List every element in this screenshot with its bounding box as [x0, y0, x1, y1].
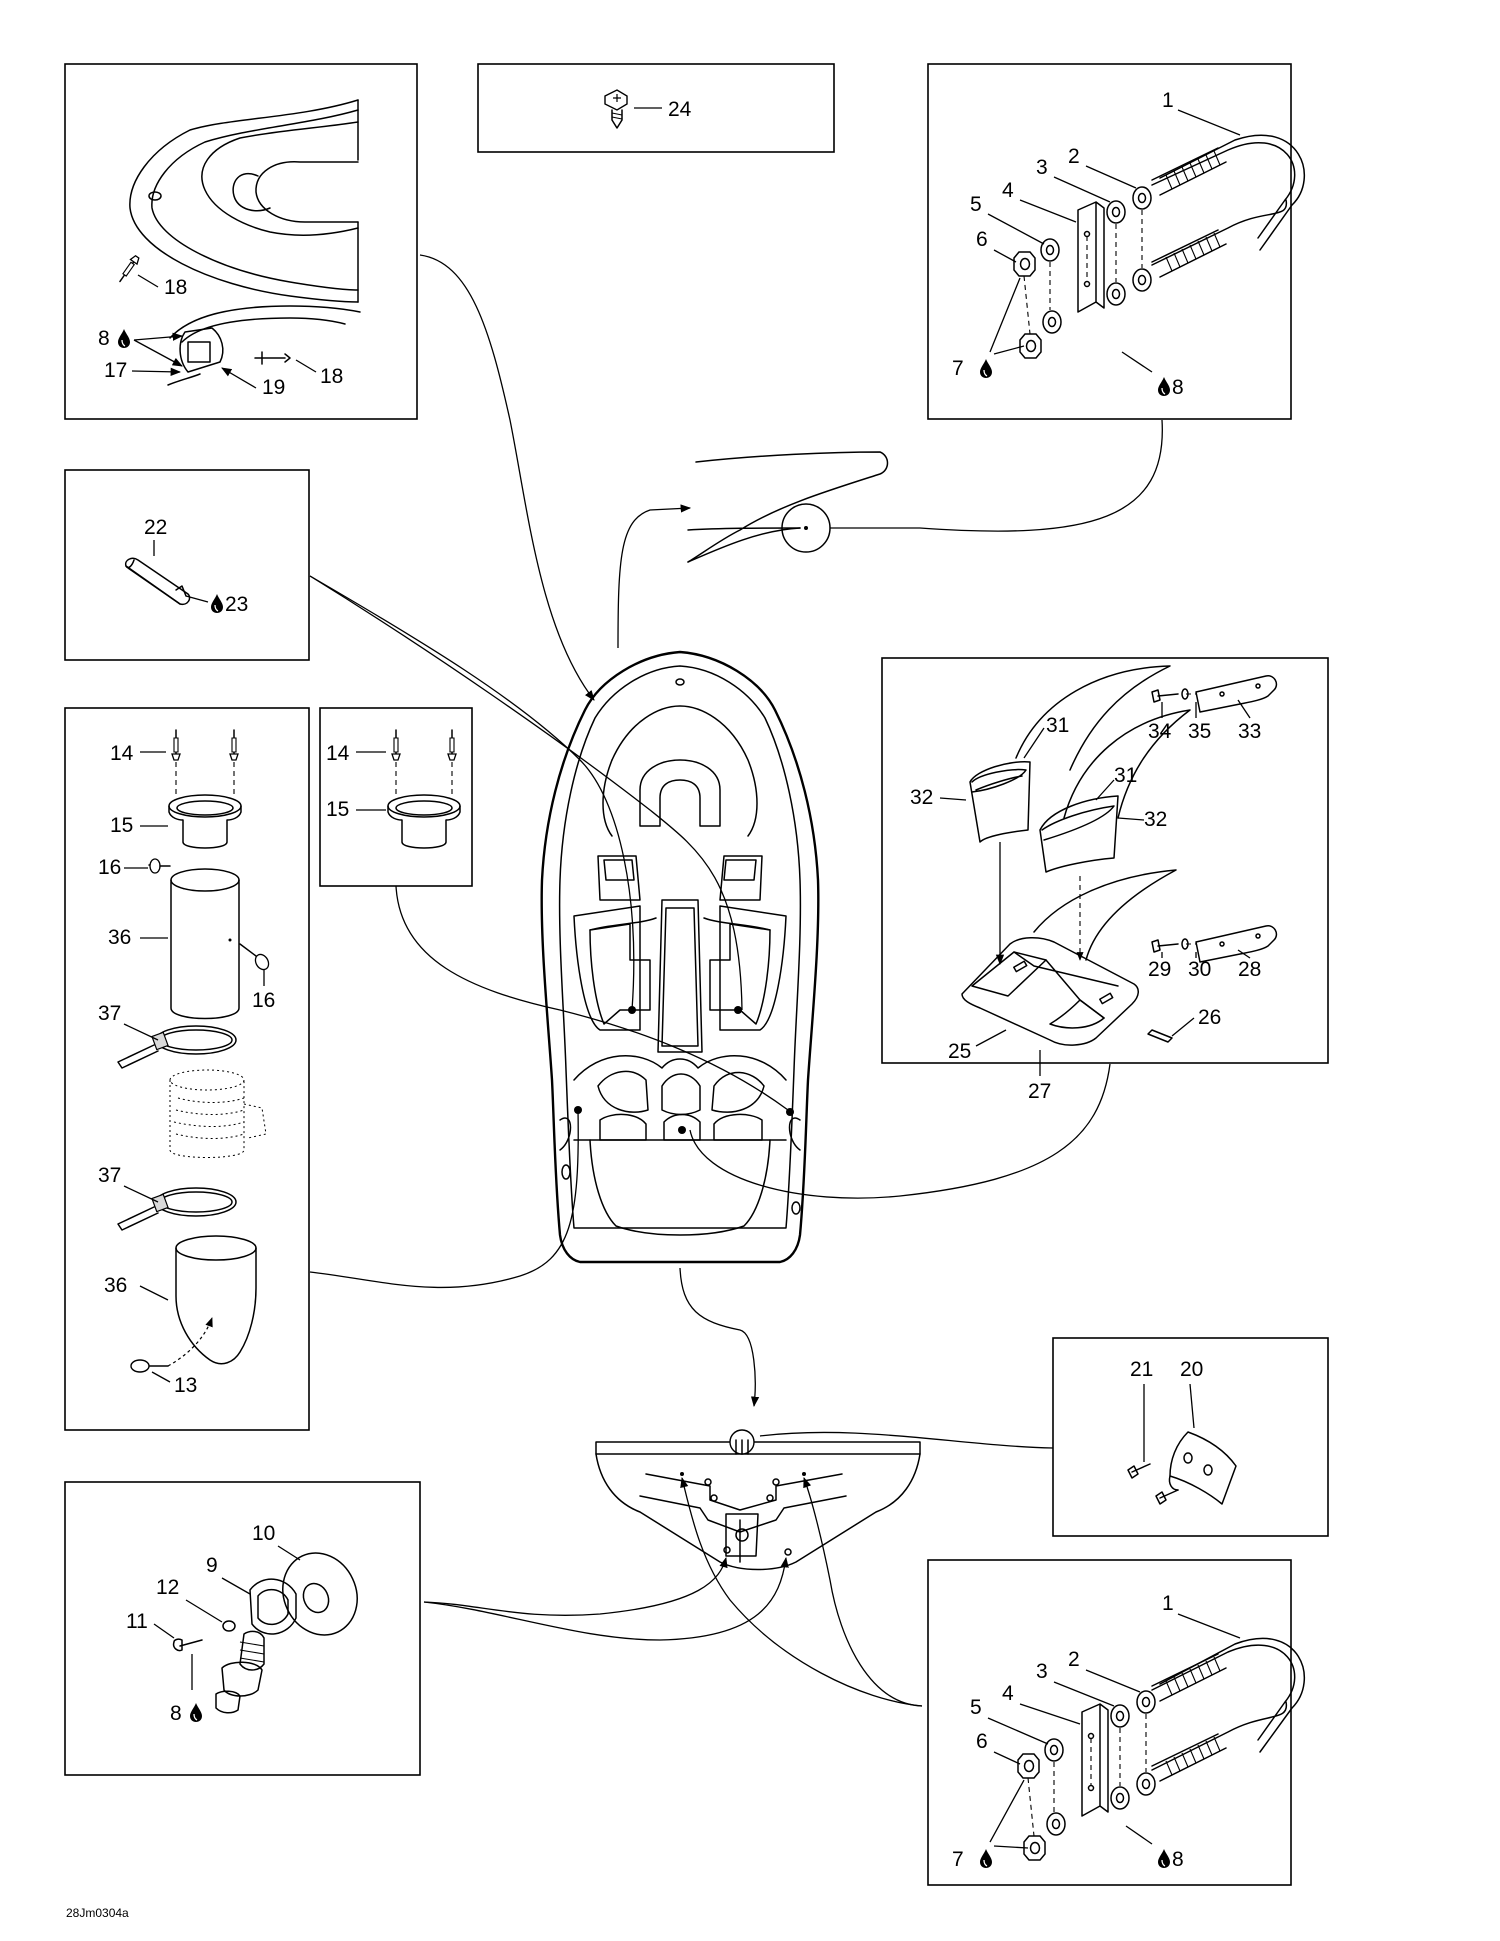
sealing-wrap	[169, 1069, 267, 1158]
vent-left-detail: 14 15 16 16 36 37	[98, 729, 275, 1397]
callout-7b: 7	[952, 1848, 964, 1871]
vent-elbow-36b	[175, 1235, 257, 1365]
vent-tube-36a	[170, 868, 240, 1020]
callout-15b: 15	[326, 798, 349, 821]
callout-5b: 5	[970, 1696, 982, 1719]
tow-eye-top-callouts: 1 2 3 4 5 6 7 8	[952, 89, 1241, 399]
drain-plug-detail	[172, 1552, 358, 1714]
callout-11: 11	[126, 1610, 148, 1633]
callout-32a: 32	[910, 786, 933, 809]
callout-3a: 3	[1036, 156, 1048, 179]
bow-side-view	[617, 451, 889, 649]
callout-16b: 16	[252, 989, 275, 1012]
tow-eye-bottom	[1017, 1637, 1306, 1861]
callout-8c: 8	[170, 1702, 182, 1725]
bow-detail	[115, 99, 361, 386]
callout-3b: 3	[1036, 1660, 1048, 1683]
callout-12: 12	[156, 1576, 179, 1599]
detail-frame-vent-left	[64, 707, 310, 1431]
hull-top-view	[540, 650, 820, 1264]
hull-attachment-points	[574, 1006, 794, 1134]
callout-6b: 6	[976, 1730, 988, 1753]
storage-callouts: 31 32 31 32 34 35 33 29 30 28 25 27 26	[910, 699, 1261, 1103]
callout-33: 33	[1238, 720, 1261, 743]
callout-14a: 14	[110, 742, 134, 765]
callout-21: 21	[1130, 1358, 1153, 1381]
callout-32b: 32	[1144, 808, 1167, 831]
detail-frame-bracket	[1052, 1337, 1329, 1537]
connector-lines	[309, 254, 1163, 1707]
screw-detail: 24	[604, 89, 692, 129]
callout-35: 35	[1188, 720, 1211, 743]
tow-eye-bottom-callouts: 1 2 3 4 5 6 7 8	[952, 1592, 1241, 1871]
callout-29: 29	[1148, 958, 1171, 981]
drain-plug-callouts: 10 9 12 11 8	[126, 1522, 301, 1725]
callout-8b: 8	[1172, 376, 1184, 399]
callout-37b: 37	[98, 1164, 121, 1187]
callout-4a: 4	[1002, 179, 1014, 202]
callout-8d: 8	[1172, 1848, 1184, 1871]
callout-31a: 31	[1046, 714, 1069, 737]
callout-1b: 1	[1162, 1592, 1174, 1615]
tow-eye-top	[1013, 134, 1306, 359]
callout-14b: 14	[326, 742, 350, 765]
callout-5a: 5	[970, 193, 982, 216]
callout-13: 13	[174, 1374, 197, 1397]
detail-frame-drain-plug	[64, 1481, 421, 1776]
callout-19: 19	[262, 376, 285, 399]
callout-28: 28	[1238, 958, 1261, 981]
callout-15a: 15	[110, 814, 133, 837]
callout-37a: 37	[98, 1002, 121, 1025]
callout-10: 10	[252, 1522, 275, 1545]
callout-9: 9	[206, 1554, 218, 1577]
callout-23: 23	[225, 593, 248, 616]
callout-6a: 6	[976, 228, 988, 251]
tie-strap-37b	[117, 1187, 237, 1231]
detail-frame-tube	[64, 469, 310, 661]
tube-detail: 22 23	[124, 516, 248, 616]
callout-22: 22	[144, 516, 167, 539]
callout-25: 25	[948, 1040, 971, 1063]
callout-2b: 2	[1068, 1648, 1080, 1671]
vent-right-detail: 14 15	[326, 729, 461, 849]
callout-27: 27	[1028, 1080, 1051, 1103]
callout-24: 24	[668, 98, 692, 121]
callout-31b: 31	[1114, 764, 1137, 787]
callout-16a: 16	[98, 856, 121, 879]
bow-callouts: 18 8 17 19 18	[98, 274, 343, 399]
callout-26: 26	[1198, 1006, 1221, 1029]
stern-view	[595, 1267, 921, 1571]
vent-cup-15a	[168, 794, 242, 849]
callout-17: 17	[104, 359, 127, 382]
detail-frame-tow-eye-bottom	[927, 1559, 1292, 1886]
drawing-code: 28Jm0304a	[66, 1906, 129, 1920]
callout-36b: 36	[104, 1274, 127, 1297]
callout-18a: 18	[164, 276, 187, 299]
callout-30: 30	[1188, 958, 1211, 981]
callout-7a: 7	[952, 357, 964, 380]
callout-20: 20	[1180, 1358, 1203, 1381]
tie-strap-37a	[117, 1025, 237, 1069]
callout-8a: 8	[98, 327, 110, 350]
callout-36a: 36	[108, 926, 131, 949]
callout-1a: 1	[1162, 89, 1174, 112]
callout-2a: 2	[1068, 145, 1080, 168]
callout-4b: 4	[1002, 1682, 1014, 1705]
callout-34: 34	[1148, 720, 1172, 743]
detail-frame-tow-eye-top	[927, 63, 1292, 420]
callout-18b: 18	[320, 365, 343, 388]
threaded-stud-top	[1151, 147, 1227, 278]
bracket-detail: 21 20	[1127, 1358, 1237, 1505]
